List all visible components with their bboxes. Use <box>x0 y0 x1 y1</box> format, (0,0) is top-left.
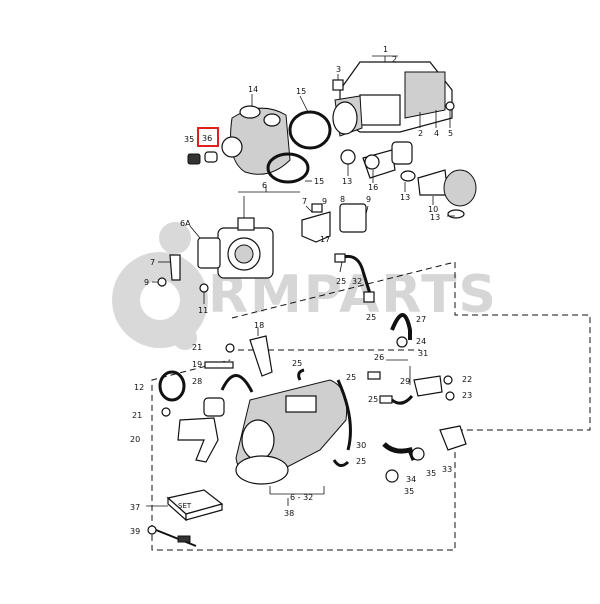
label-35c: 35 <box>404 487 414 496</box>
label-23: 23 <box>462 391 472 400</box>
label-35b: 35 <box>426 469 436 478</box>
clip-25c <box>367 371 381 380</box>
idle-valve <box>362 141 413 179</box>
seal-ring <box>187 153 201 165</box>
valve-22 <box>413 375 443 397</box>
valve-33 <box>439 425 467 451</box>
label-1: 1 <box>383 45 388 54</box>
hose-34 <box>382 442 417 461</box>
label-35a: 35 <box>184 135 194 144</box>
hose-28 <box>220 374 254 393</box>
throttle-switch <box>301 203 367 243</box>
label-7b: 7 <box>302 197 307 206</box>
plug-36 <box>204 151 218 163</box>
label-39: 39 <box>130 527 140 536</box>
cap-13b <box>400 170 416 182</box>
hose-30 <box>336 379 352 451</box>
label-2: 2 <box>392 55 397 64</box>
label-8: 8 <box>340 195 345 204</box>
label-4: 4 <box>434 129 439 138</box>
cap-13 <box>340 149 356 165</box>
label-28: 28 <box>192 377 202 386</box>
bracket-20 <box>177 417 219 463</box>
label-29: 29 <box>400 377 410 386</box>
label-15a: 15 <box>296 87 306 96</box>
label-31: 31 <box>418 349 428 358</box>
clip-25b <box>363 291 375 303</box>
label-7: 7 <box>150 258 155 267</box>
label-15b: 15 <box>314 177 324 186</box>
clip-25 <box>334 253 346 263</box>
set-box-text: SET <box>178 502 192 510</box>
label-25b: 25 <box>366 313 376 322</box>
label-2b: 2 <box>418 129 423 138</box>
label-12: 12 <box>134 383 144 392</box>
label-3: 3 <box>336 65 341 74</box>
label-21b: 21 <box>132 411 142 420</box>
label-26: 26 <box>374 353 384 362</box>
label-11: 11 <box>198 306 208 315</box>
label-22: 22 <box>462 375 472 384</box>
label-5: 5 <box>448 129 453 138</box>
watermark: RMPARTS <box>112 222 496 350</box>
label-37: 37 <box>130 503 140 512</box>
label-25d: 25 <box>368 395 378 404</box>
hose-27 <box>390 313 412 340</box>
label-16: 16 <box>368 183 378 192</box>
label-24: 24 <box>416 337 426 346</box>
label-14: 14 <box>248 85 258 94</box>
air-flow-meter <box>332 61 453 137</box>
connector-39 <box>147 525 157 535</box>
hose-clamp <box>288 110 332 150</box>
assembly-frame <box>151 261 591 551</box>
clip-19 <box>204 361 234 369</box>
throttle-body <box>197 217 274 279</box>
air-filter <box>417 169 477 219</box>
label-10: 10 <box>428 205 438 214</box>
intake-manifold <box>235 368 348 485</box>
label-9: 9 <box>144 278 149 287</box>
label-20: 20 <box>130 435 140 444</box>
label-25c: 25 <box>346 373 356 382</box>
highlight-box <box>197 127 219 147</box>
label-6-32: 6 - 32 <box>290 493 313 502</box>
bracket-7 <box>169 254 181 281</box>
gasket-12 <box>158 370 186 402</box>
label-6: 6 <box>262 181 267 190</box>
label-13c: 13 <box>430 213 440 222</box>
clip-25e <box>332 459 350 467</box>
label-9c: 9 <box>366 195 371 204</box>
label-9b: 9 <box>322 197 327 206</box>
connector-sleeve <box>177 535 191 543</box>
label-34: 34 <box>406 475 416 484</box>
label-25a: 25 <box>336 277 346 286</box>
label-32: 32 <box>352 277 362 286</box>
label-19: 19 <box>192 360 202 369</box>
hose-29 <box>391 395 414 405</box>
hose-clamp-lower <box>266 152 310 184</box>
label-21a: 21 <box>192 343 202 352</box>
clip-25d <box>379 395 393 404</box>
bracket-18 <box>249 335 273 377</box>
label-36: 36 <box>202 134 212 143</box>
label-17: 17 <box>320 235 330 244</box>
gasket-set-box <box>166 489 224 522</box>
label-25e: 25 <box>292 359 302 368</box>
label-18: 18 <box>254 321 264 330</box>
label-27: 27 <box>416 315 426 324</box>
throttle-housing <box>221 105 291 175</box>
label-30: 30 <box>356 441 366 450</box>
label-25f: 25 <box>356 457 366 466</box>
label-38: 38 <box>284 509 294 518</box>
label-33: 33 <box>442 465 452 474</box>
label-13b: 13 <box>400 193 410 202</box>
label-13a: 13 <box>342 177 352 186</box>
label-6a: 6A <box>180 219 191 228</box>
